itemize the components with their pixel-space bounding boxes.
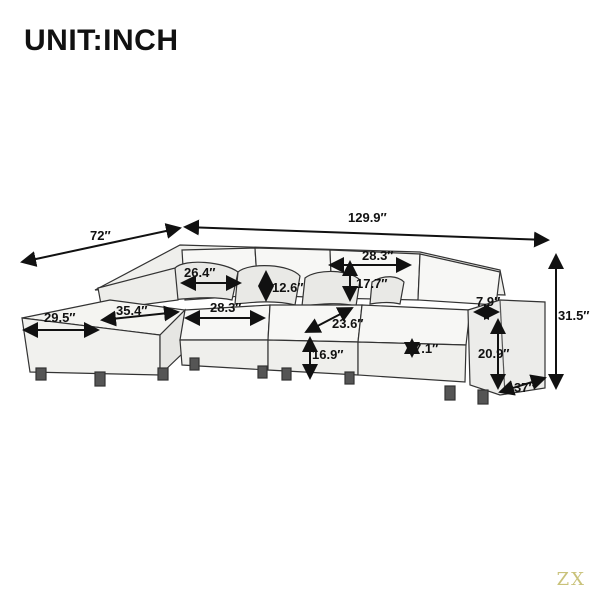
dim-back-cushion-height: 12.6″	[272, 280, 304, 295]
dim-seat-width-back: 28.3″	[362, 248, 394, 263]
dim-arm-width: 7.9″	[476, 294, 500, 309]
dim-seat-depth: 23.6″	[332, 316, 364, 331]
dim-cushion-thickness: 7.1″	[414, 341, 438, 356]
dim-seat-width: 28.3″	[210, 300, 242, 315]
dim-height: 31.5″	[558, 308, 590, 323]
watermark-logo: ZX	[556, 569, 586, 590]
dim-arm-height: 20.9″	[478, 346, 510, 361]
dim-back-cushion-width: 26.4″	[184, 265, 216, 280]
dim-overall-length: 129.9″	[348, 210, 387, 225]
dim-depth: 37″	[514, 380, 535, 395]
unit-title: UNIT:INCH	[24, 24, 179, 57]
dim-back-height: 17.7″	[356, 276, 388, 291]
sofa-outline	[21, 244, 546, 405]
dim-chaise-width: 29.5″	[44, 310, 76, 325]
dim-seat-height: 16.9″	[312, 347, 344, 362]
dim-chaise-depth: 35.4″	[116, 303, 148, 318]
dimension-labels: 72″ 129.9″ 31.5″ 37″ 29.5″ 35.4″ 26.4″ 1…	[44, 210, 590, 395]
dimension-lines	[20, 219, 564, 396]
dim-chaise-length: 72″	[90, 228, 111, 243]
